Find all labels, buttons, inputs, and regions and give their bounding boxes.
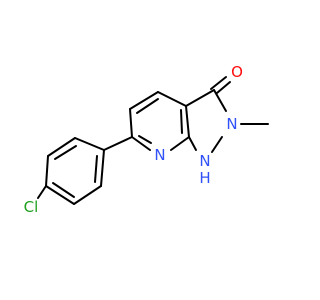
chlorine-atom: Cl	[24, 198, 39, 216]
bond	[185, 105, 190, 138]
bond	[74, 137, 105, 151]
bond	[210, 76, 227, 90]
bond	[37, 185, 47, 199]
bond	[170, 136, 190, 151]
structure-diagram: O N N N H Cl	[24, 63, 269, 216]
bond	[54, 145, 77, 160]
ring-nitrogen-atom: N	[154, 146, 165, 164]
bond	[129, 91, 159, 110]
bond	[188, 136, 197, 151]
bond	[52, 182, 75, 198]
bond	[73, 185, 102, 205]
bond	[45, 155, 49, 187]
methyl-nitrogen-atom: N	[226, 115, 237, 133]
bond	[129, 108, 133, 138]
bond	[185, 89, 215, 107]
pyridine-ring	[129, 91, 190, 151]
bond	[136, 98, 159, 114]
bond	[180, 109, 183, 134]
bond	[216, 81, 231, 94]
bond	[103, 136, 133, 151]
bond	[157, 91, 187, 107]
pyrazolone-ring	[185, 89, 227, 153]
bond	[131, 136, 151, 151]
chlorophenyl-ring	[45, 137, 105, 205]
bond	[47, 137, 76, 157]
molecule-canvas: O N N N H Cl	[24, 63, 269, 216]
bond	[100, 149, 105, 187]
bond	[138, 135, 152, 144]
oxygen-atom: O	[231, 63, 243, 81]
bond	[94, 155, 98, 183]
nh-hydrogen-atom: H	[199, 169, 210, 187]
bond	[211, 136, 223, 153]
bond	[45, 185, 75, 205]
bond	[213, 89, 227, 112]
nh-nitrogen-atom: N	[199, 152, 210, 170]
